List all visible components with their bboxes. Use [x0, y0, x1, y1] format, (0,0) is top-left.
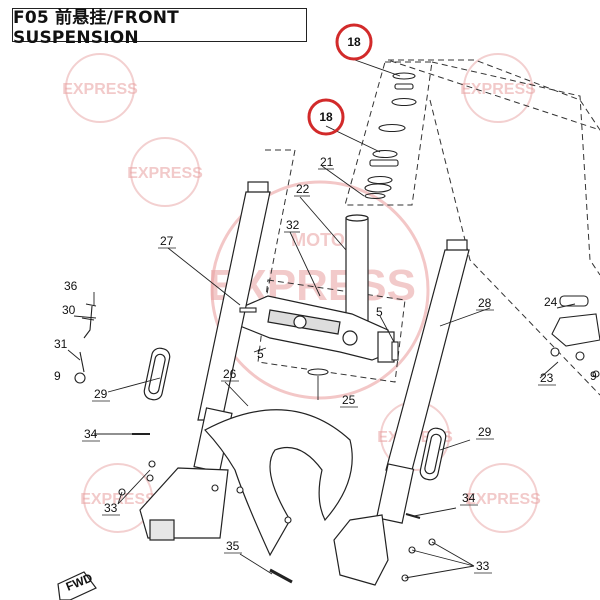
- callout-33-right: 33: [476, 559, 490, 573]
- watermark-small-6: EXPRESS: [465, 463, 541, 533]
- steering-stem-tube: [345, 214, 369, 329]
- callout-28: 28: [478, 296, 492, 310]
- leader-lines: [67, 59, 576, 579]
- lower-bracket: [239, 295, 395, 363]
- callout-33-left: 33: [104, 501, 118, 515]
- handlebar-guide-line: [429, 99, 600, 396]
- callout-31: 31: [54, 337, 68, 351]
- callout-21: 21: [320, 155, 334, 169]
- callout-9-left: 9: [54, 369, 61, 383]
- callout-29-right: 29: [478, 425, 492, 439]
- page-title-box: F05 前悬挂/FRONT SUSPENSION: [12, 8, 307, 48]
- callout-26: 26: [223, 367, 237, 381]
- watermark-small-3: EXPRESS: [127, 137, 203, 207]
- right-fork-leg: [333, 239, 470, 586]
- callout-32: 32: [286, 218, 300, 232]
- callout-23: 23: [540, 371, 554, 385]
- steering-stem-outline: [344, 61, 433, 206]
- steering-stem-parts: [364, 72, 417, 200]
- callout-5-left: 5: [257, 347, 264, 361]
- callout-36: 36: [64, 279, 78, 293]
- watermark-top-text: MOTO: [291, 230, 345, 250]
- callout-underlines: [82, 168, 556, 574]
- watermark-small-text: EXPRESS: [80, 491, 156, 508]
- reflectors: [143, 347, 447, 481]
- highlight-circles: [307, 23, 373, 136]
- right-bracket-outline: [431, 61, 600, 276]
- callout-27: 27: [160, 234, 174, 248]
- callout-30: 30: [62, 303, 76, 317]
- watermark-small-text: EXPRESS: [460, 81, 536, 98]
- fwd-arrow: FWD: [57, 570, 97, 600]
- watermark-small-text: EXPRESS: [62, 81, 138, 98]
- page-title: F05 前悬挂/FRONT SUSPENSION: [13, 7, 179, 48]
- left-fork-leg: [139, 181, 271, 541]
- callout-24: 24: [544, 295, 558, 309]
- callout-18-top: 18: [347, 35, 361, 49]
- callout-9-right: 9: [590, 369, 597, 383]
- callout-34-right: 34: [462, 491, 476, 505]
- hardware: [74, 295, 600, 584]
- watermark-small-text: EXPRESS: [465, 491, 541, 508]
- callout-34-left: 34: [84, 427, 98, 441]
- highlight-circle-18-lower: [307, 98, 345, 136]
- callout-labels: 18 18 21 22 32 27 28 36 30 31 9 9 5 5 24…: [54, 35, 597, 573]
- highlight-circle-18-top: [335, 23, 373, 61]
- callout-22: 22: [296, 182, 310, 196]
- callout-25: 25: [342, 393, 356, 407]
- callout-35: 35: [226, 539, 240, 553]
- watermark-small-2: EXPRESS: [460, 53, 536, 123]
- watermark-group: MOTO EXPRESS EXPRESS EXPRESS EXPRESS EXP…: [62, 53, 541, 533]
- callout-29-left: 29: [94, 387, 108, 401]
- watermark-small-1: EXPRESS: [62, 53, 138, 123]
- watermark-small-text: EXPRESS: [127, 165, 203, 182]
- callout-18-lower: 18: [319, 110, 333, 124]
- left-fork-top-outline: [259, 149, 296, 331]
- callout-5-right: 5: [376, 305, 383, 319]
